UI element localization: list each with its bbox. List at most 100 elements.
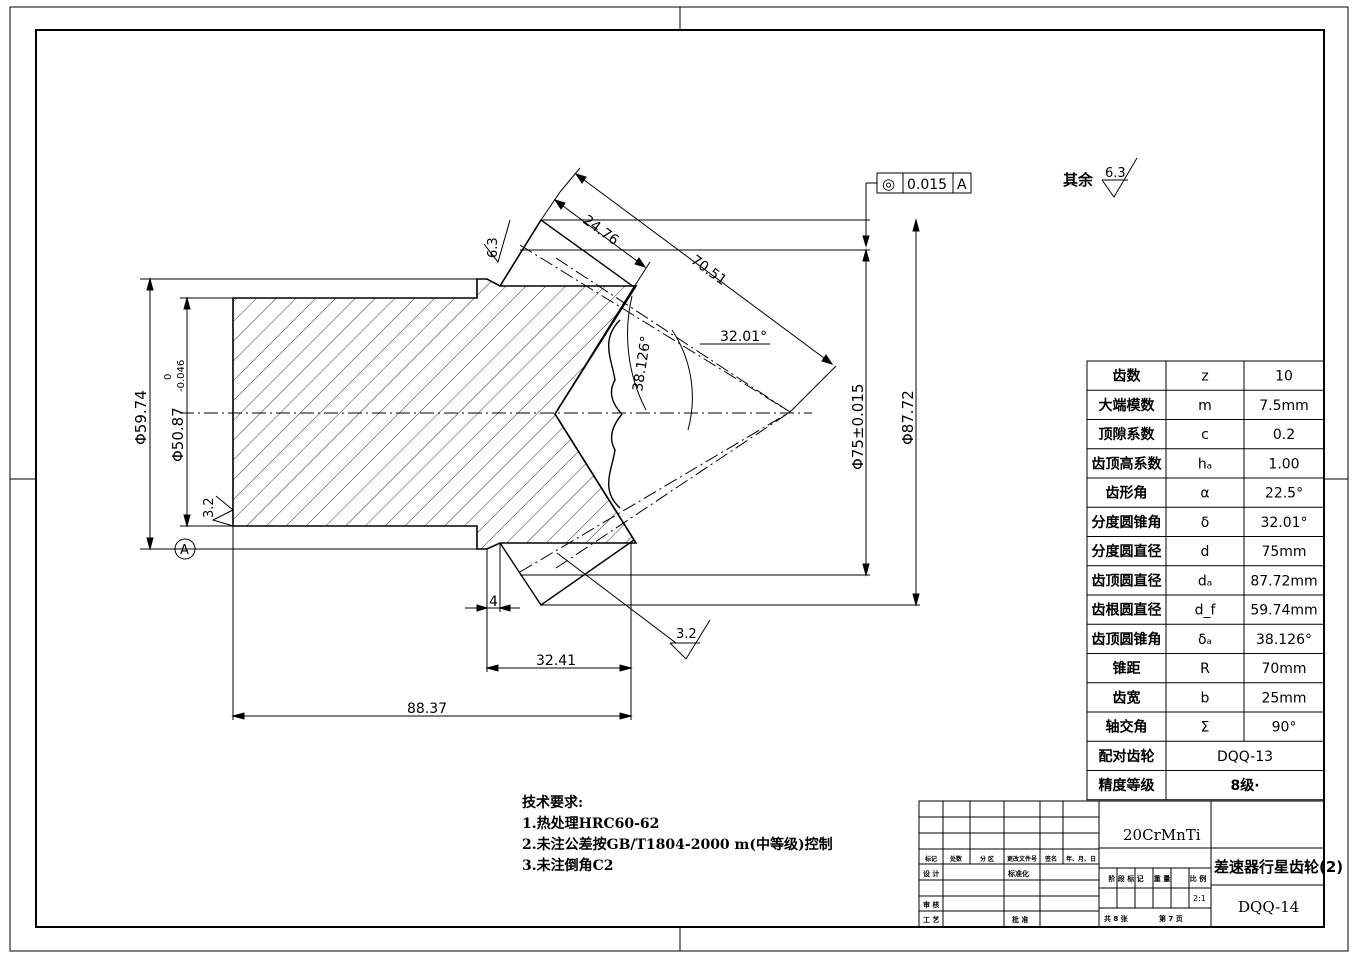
dim-tip-angle-label: 38.126° — [630, 335, 655, 393]
param-symbol: d_f — [1195, 603, 1217, 619]
param-value: 75mm — [1261, 544, 1306, 560]
datum-a-label: A — [180, 543, 189, 558]
param-value: 7.5mm — [1259, 398, 1309, 414]
tolerance-value: 0.015 — [907, 177, 947, 193]
param-value: DQQ-13 — [1217, 749, 1273, 765]
dim-cone-distance — [559, 167, 837, 413]
dim-bore-tol-upper: 0 — [163, 374, 174, 380]
roughness-other-label: 其余 — [1063, 171, 1094, 189]
dim-tip-diameter-label: Φ87.72 — [899, 390, 917, 445]
dim-pitch-angle-label: 32.01° — [720, 329, 767, 345]
param-symbol: dₐ — [1198, 573, 1212, 589]
param-name: 齿顶圆锥角 — [1092, 631, 1162, 648]
dim-cone-distance-label: 70.51 — [688, 252, 730, 289]
title-part-name: 差速器行星齿轮(2) — [1214, 858, 1343, 876]
param-name: 齿根圆直径 — [1092, 602, 1162, 619]
param-symbol: δ — [1201, 515, 1210, 531]
tooth-outline-upper — [499, 218, 635, 415]
param-value: 1.00 — [1268, 456, 1299, 472]
roughness-other-value: 6.3 — [1105, 166, 1126, 181]
param-name: 齿宽 — [1113, 689, 1141, 706]
param-name: 轴交角 — [1106, 719, 1148, 736]
datum-a-marker — [174, 538, 230, 560]
param-symbol: z — [1201, 369, 1208, 385]
param-value: 70mm — [1261, 661, 1306, 677]
tolerance-frame — [862, 172, 972, 248]
title-header-cell: 年、月、日 — [1066, 855, 1096, 863]
param-symbol: b — [1201, 690, 1210, 706]
dim-back-length-label: 4 — [489, 594, 498, 610]
param-value: 87.72mm — [1250, 573, 1317, 589]
param-value: 10 — [1275, 369, 1293, 385]
param-value: 8级· — [1230, 777, 1259, 794]
tech-req-item-2: 2.未注公差按GB/T1804-2000 m(中等级)控制 — [522, 837, 833, 853]
tech-req-item-3: 3.未注倒角C2 — [522, 858, 614, 874]
gear-section-hatched — [232, 278, 638, 550]
roughness-tooth-value: 6.3 — [486, 237, 501, 258]
roughness-tooth-symbol — [483, 219, 511, 264]
param-value: 22.5° — [1265, 486, 1303, 502]
tech-req-title: 技术要求: — [522, 795, 584, 811]
title-header-cell: 处数 — [949, 855, 963, 863]
dim-back-length — [465, 604, 520, 612]
dim-face-width — [540, 191, 651, 288]
param-value: 38.126° — [1256, 632, 1312, 648]
title-header-cell: 更改文件号 — [1007, 855, 1037, 863]
dim-mid-length — [485, 664, 633, 672]
title-material: 20CrMnTi — [1123, 826, 1201, 844]
param-name: 配对齿轮 — [1099, 748, 1155, 765]
tech-req-item-1: 1.热处理HRC60-62 — [522, 816, 660, 832]
param-value: 0.2 — [1273, 427, 1295, 443]
dim-bore-diameter — [183, 296, 191, 528]
title-row-check: 审 核 — [923, 900, 939, 909]
roughness-back-leader — [556, 552, 677, 644]
title-sheets: 共 8 张 — [1104, 914, 1129, 923]
param-table-grid — [1086, 360, 1325, 801]
title-drawing-no: DQQ-14 — [1238, 898, 1299, 916]
param-name: 顶隙系数 — [1099, 426, 1156, 443]
dim-tip-diameter — [912, 218, 920, 607]
dim-bore-tol-lower: -0.046 — [176, 360, 187, 392]
param-value: 90° — [1272, 720, 1297, 736]
border-center-marks — [10, 7, 1348, 951]
title-row-design: 设 计 — [923, 869, 939, 878]
dim-mid-length-label: 32.41 — [536, 653, 576, 669]
dim-pitch-angle — [671, 329, 770, 431]
title-row-craft: 工 艺 — [923, 915, 939, 924]
param-value: 25mm — [1261, 690, 1306, 706]
tolerance-datum: A — [957, 177, 967, 193]
dim-total-length-label: 88.37 — [407, 701, 447, 717]
title-header-cell: 分 区 — [980, 855, 994, 863]
title-stage-cell: 阶 段 标 记 — [1108, 874, 1143, 883]
dim-pitch-diameter-label: Φ75±0.015 — [849, 384, 867, 470]
param-symbol: α — [1200, 486, 1209, 502]
center-lines — [180, 244, 812, 573]
dim-bore-diameter-label: Φ50.87 — [169, 407, 187, 462]
title-header-row: 标记处数分 区更改文件号签名年、月、日 — [924, 855, 1096, 863]
roughness-other-symbol — [1101, 157, 1138, 198]
dim-total-length — [231, 712, 633, 720]
roughness-left-value: 3.2 — [202, 497, 217, 518]
param-symbol: d — [1201, 544, 1210, 560]
title-header-cell: 标记 — [924, 855, 937, 863]
param-name: 齿数 — [1113, 368, 1142, 385]
param-name: 齿顶圆直径 — [1092, 572, 1162, 589]
title-row-approve: 批 准 — [1012, 915, 1028, 924]
param-name: 分度圆锥角 — [1092, 514, 1162, 531]
param-symbol: Σ — [1201, 720, 1210, 736]
dim-tip-angle — [627, 295, 647, 411]
param-symbol: R — [1200, 661, 1210, 677]
param-name: 齿顶高系数 — [1092, 455, 1163, 472]
title-row-std: 标准化 — [1007, 869, 1029, 878]
param-symbol: δₐ — [1198, 632, 1212, 648]
param-name: 锥距 — [1113, 660, 1141, 677]
title-stage-cell: 重 量 — [1154, 874, 1170, 883]
param-symbol: hₐ — [1198, 456, 1212, 472]
title-block-grid — [918, 800, 1325, 928]
param-name: 分度圆直径 — [1092, 543, 1162, 560]
dim-root-diameter-label: Φ59.74 — [132, 390, 150, 445]
param-symbol: m — [1198, 398, 1212, 414]
dim-pitch-diameter — [862, 248, 870, 577]
param-value: 32.01° — [1260, 515, 1307, 531]
